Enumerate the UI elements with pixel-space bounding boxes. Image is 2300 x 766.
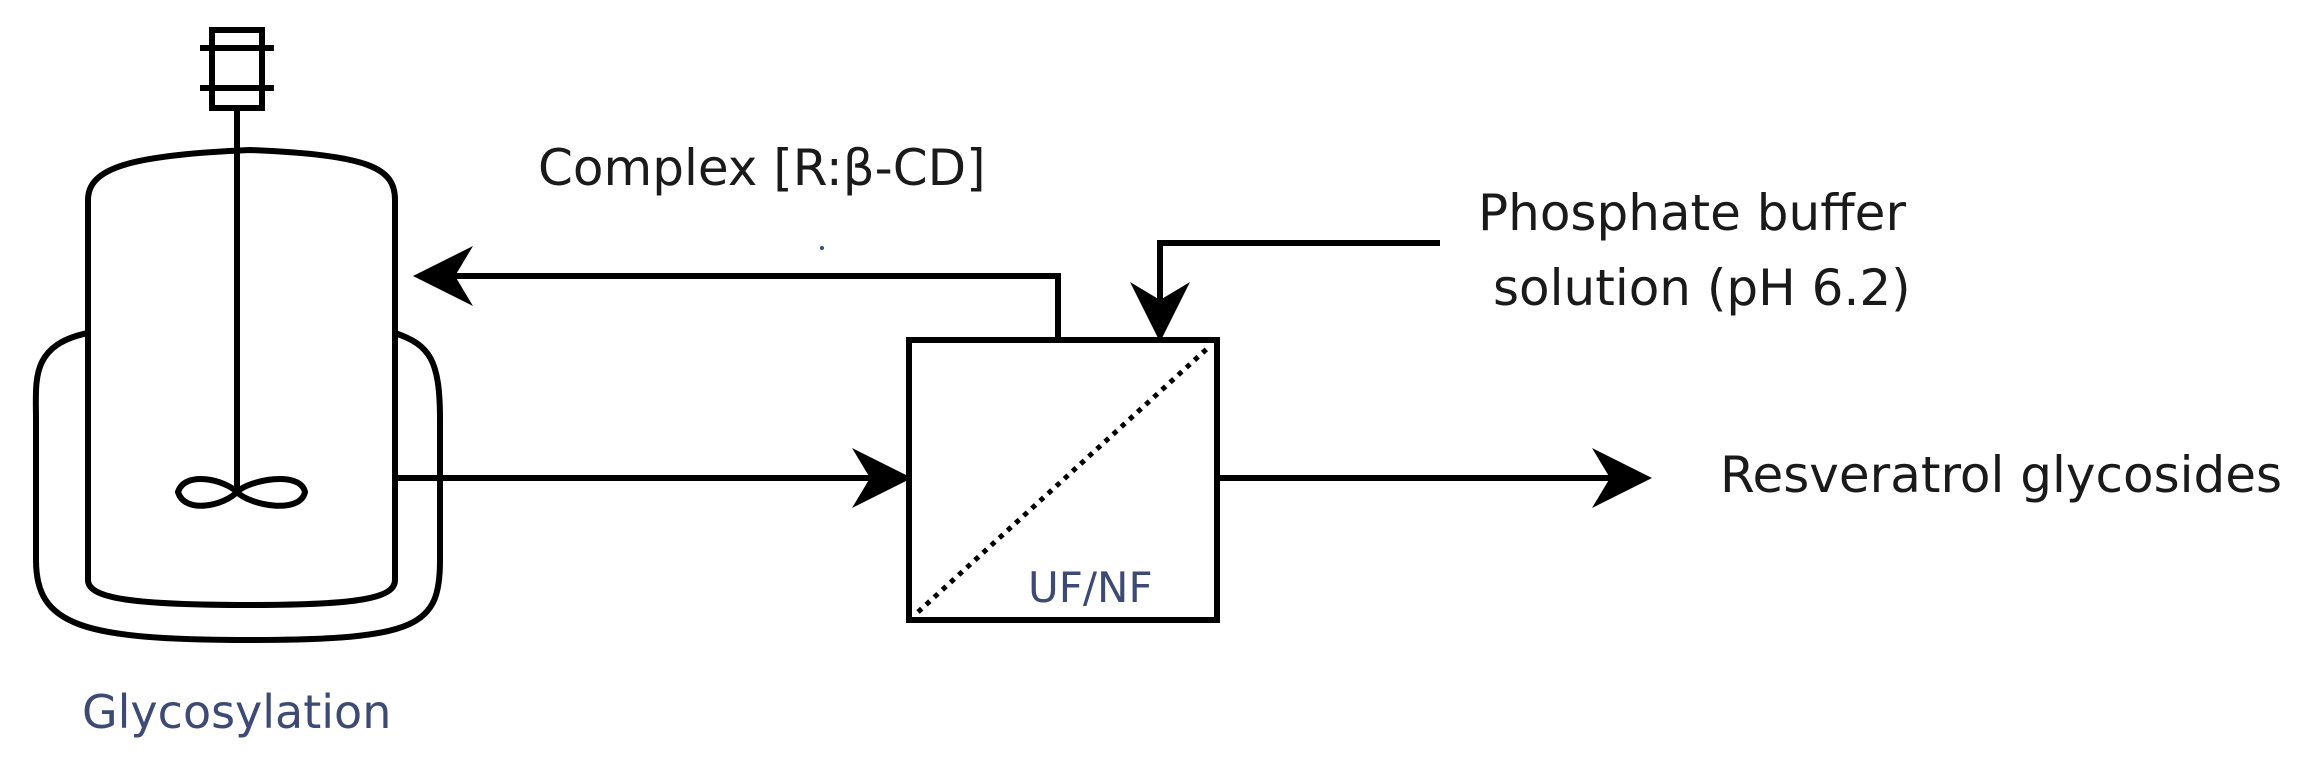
product-label: Resveratrol glycosides — [1720, 446, 2282, 504]
stirrer-impeller — [174, 476, 309, 509]
buffer-inlet-arrow — [1130, 240, 1440, 342]
reactor-body — [85, 146, 398, 609]
reactor-vessel — [32, 27, 443, 644]
membrane-label: UF/NF — [1028, 563, 1153, 612]
speck — [820, 246, 824, 250]
stirrer-motor — [209, 27, 265, 111]
recycle-label: Complex [R:β-CD] — [538, 139, 986, 197]
reactor-jacket — [32, 330, 443, 644]
buffer-label-line1: Phosphate buffer — [1478, 184, 1906, 242]
buffer-label-line2: solution (pH 6.2) — [1493, 259, 1911, 317]
recycle-arrow — [413, 246, 1061, 340]
reactor-label: Glycosylation — [82, 685, 391, 739]
